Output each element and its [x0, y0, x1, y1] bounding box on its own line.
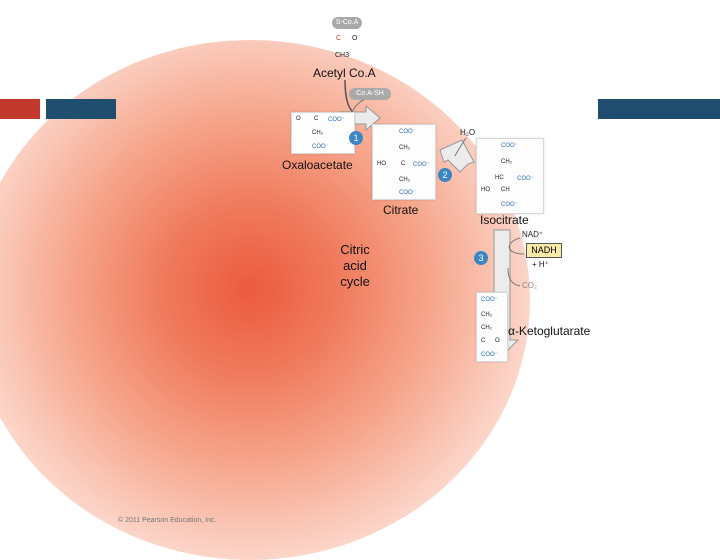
coa-sh-pill: Co.A-SH	[349, 88, 391, 100]
citrate-row-coo-top: COO⁻	[399, 129, 416, 135]
isocitrate-panel: COO⁻ CH₂ HC COO⁻ HO CH COO⁻	[476, 138, 544, 214]
step-1-badge: 1	[349, 131, 363, 145]
isocitrate-row-ch2: CH₂	[501, 159, 512, 165]
ketoglutarate-row-ch2-b: CH₂	[481, 325, 492, 331]
citrate-row-ho: HO	[377, 161, 386, 167]
co2-arrow	[507, 267, 521, 287]
ketoglutarate-panel: COO⁻ CH₂ CH₂ C O COO⁻	[476, 292, 508, 362]
citrate-row-c: C	[401, 161, 406, 167]
isocitrate-row-ho: HO	[481, 187, 490, 193]
cycle-label-line-3: cycle	[340, 274, 370, 289]
ketoglutarate-label: α-Ketoglutarate	[508, 324, 591, 338]
ketoglutarate-row-ch2-a: CH₂	[481, 312, 492, 318]
citrate-row-ch2-top: CH₂	[399, 145, 410, 151]
nad-arrow	[508, 237, 525, 255]
isocitrate-row-hc: HC	[495, 175, 504, 181]
isocitrate-row-coo-bottom: COO⁻	[501, 202, 518, 208]
step-2-badge: 2	[438, 168, 452, 182]
acetyl-coa-label: Acetyl Co.A	[313, 66, 376, 80]
citrate-row-coo-mid: COO⁻	[413, 162, 430, 168]
ketoglutarate-row-coo-bottom: COO⁻	[481, 352, 498, 358]
oxaloacetate-row-ch2: CH₂	[312, 130, 323, 136]
cycle-label-line-1: Citric	[340, 242, 370, 257]
ketoglutarate-row-coo-top: COO⁻	[481, 297, 498, 303]
header-bar-red	[0, 99, 40, 119]
oxaloacetate-row-coo-bottom: COO⁻	[312, 144, 329, 150]
citric-acid-cycle-label: Citric acid cycle	[330, 242, 380, 290]
nadh-box: NADH	[526, 243, 562, 258]
isocitrate-label: Isocitrate	[480, 213, 529, 227]
water-label: H₂O	[460, 128, 476, 137]
citrate-label: Citrate	[383, 203, 419, 217]
oxaloacetate-row-o: O	[296, 116, 301, 122]
citrate-row-ch2-bottom: CH₂	[399, 177, 410, 183]
header-bar-blue-left	[46, 99, 116, 119]
citrate-row-coo-bottom: COO⁻	[399, 190, 416, 196]
isocitrate-row-coo-top: COO⁻	[501, 143, 518, 149]
water-arrow	[454, 137, 467, 157]
copyright-text: © 2011 Pearson Education, Inc.	[118, 517, 217, 524]
step2-block-arrow	[439, 139, 475, 173]
step-3-badge: 3	[474, 251, 488, 265]
acetyl-methyl: CH3	[335, 52, 350, 59]
ketoglutarate-row-c: C	[481, 338, 486, 344]
oxaloacetate-row-c: C	[314, 116, 319, 122]
oxaloacetate-label: Oxaloacetate	[282, 158, 353, 172]
acetyl-oxygen: O	[352, 35, 358, 42]
coa-group-pill: S-Co.A	[332, 17, 362, 29]
citric-acid-cycle-glow	[0, 40, 530, 560]
co2-label: CO₂	[522, 281, 538, 290]
header-bar-blue-right	[598, 99, 720, 119]
isocitrate-row-coo-mid: COO⁻	[517, 176, 534, 182]
oxaloacetate-row-coo-top: COO⁻	[328, 117, 345, 123]
cycle-label-line-2: acid	[343, 258, 367, 273]
hplus-label: + H⁺	[532, 260, 549, 269]
citrate-panel: COO⁻ CH₂ HO C COO⁻ CH₂ COO⁻	[372, 124, 436, 200]
nad-label: NAD⁺	[522, 230, 544, 239]
acetyl-carbon: C	[336, 35, 342, 42]
isocitrate-row-ch: CH	[501, 187, 510, 193]
oxaloacetate-panel: O C COO⁻ CH₂ COO⁻	[291, 112, 355, 154]
ketoglutarate-row-o: O	[495, 338, 500, 344]
